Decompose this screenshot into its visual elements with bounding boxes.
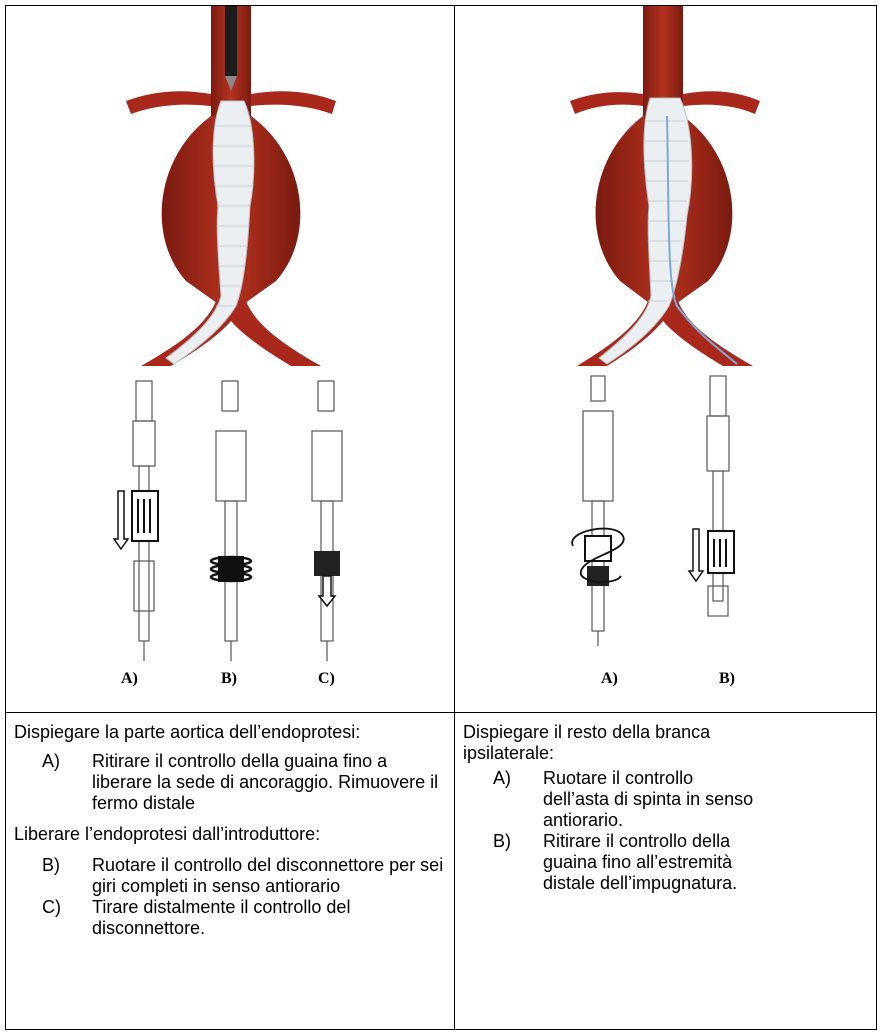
left-instructions: Dispiegare la parte aortica dell’endopro… xyxy=(14,722,446,1022)
figure-label-b: B) xyxy=(221,670,237,688)
step-key: A) xyxy=(42,751,92,814)
instruction-table: A) B) C) xyxy=(5,5,877,1030)
left-intro-2: Liberare l’endoprotesi dall’introduttore… xyxy=(14,824,446,845)
left-figure-cell: A) B) C) xyxy=(6,6,454,712)
list-item: A) Ruotare il controllo dell’asta di spi… xyxy=(493,768,763,831)
table-border-bottom xyxy=(5,1029,877,1030)
aortic-deployment-illustration xyxy=(6,6,454,366)
table-border-right xyxy=(876,5,877,1030)
delivery-system-handles-abc xyxy=(106,371,366,671)
left-steps-2: B) Ruotare il controllo del disconnettor… xyxy=(42,855,446,939)
step-key: C) xyxy=(42,897,92,939)
figure-label-c: C) xyxy=(318,670,335,688)
step-text: Ritirare il controllo della guaina fino … xyxy=(92,751,446,814)
step-text: Ruotare il controllo del disconnettore p… xyxy=(92,855,446,897)
right-intro: Dispiegare il resto della branca ipsilat… xyxy=(463,722,763,764)
list-item: B) Ruotare il controllo del disconnettor… xyxy=(42,855,446,897)
figure-label-a: A) xyxy=(601,670,618,688)
left-intro: Dispiegare la parte aortica dell’endopro… xyxy=(14,722,446,743)
ipsilateral-deployment-illustration xyxy=(455,6,876,366)
table-row-divider xyxy=(5,712,877,713)
step-key: A) xyxy=(493,768,543,831)
step-text: Tirare distalmente il controllo del disc… xyxy=(92,897,446,939)
right-steps: A) Ruotare il controllo dell’asta di spi… xyxy=(493,768,763,894)
step-key: B) xyxy=(42,855,92,897)
figure-label-b: B) xyxy=(719,670,735,688)
right-figure-cell: A) B) xyxy=(455,6,876,712)
figure-label-a: A) xyxy=(121,670,138,688)
step-text: Ritirare il controllo della guaina fino … xyxy=(543,831,763,894)
right-instructions: Dispiegare il resto della branca ipsilat… xyxy=(463,722,763,1022)
list-item: B) Ritirare il controllo della guaina fi… xyxy=(493,831,763,894)
delivery-system-handles-ab xyxy=(545,371,795,651)
step-key: B) xyxy=(493,831,543,894)
left-steps-1: A) Ritirare il controllo della guaina fi… xyxy=(42,751,446,814)
list-item: C) Tirare distalmente il controllo del d… xyxy=(42,897,446,939)
list-item: A) Ritirare il controllo della guaina fi… xyxy=(42,751,446,814)
step-text: Ruotare il controllo dell’asta di spinta… xyxy=(543,768,763,831)
